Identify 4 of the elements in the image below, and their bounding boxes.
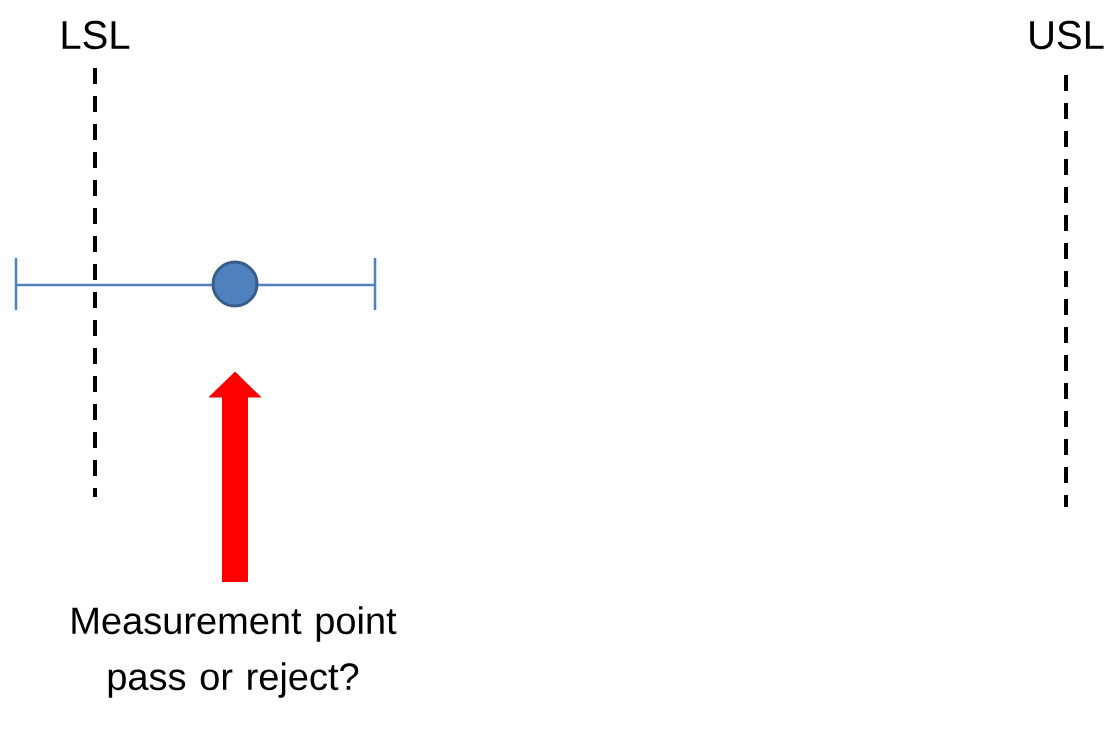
limit-label: USL [1030, 20, 1104, 50]
measurement-point [211, 260, 259, 308]
question-text: Measurement point pass or reject? [72, 606, 397, 698]
limit-label: LSL [62, 20, 130, 50]
